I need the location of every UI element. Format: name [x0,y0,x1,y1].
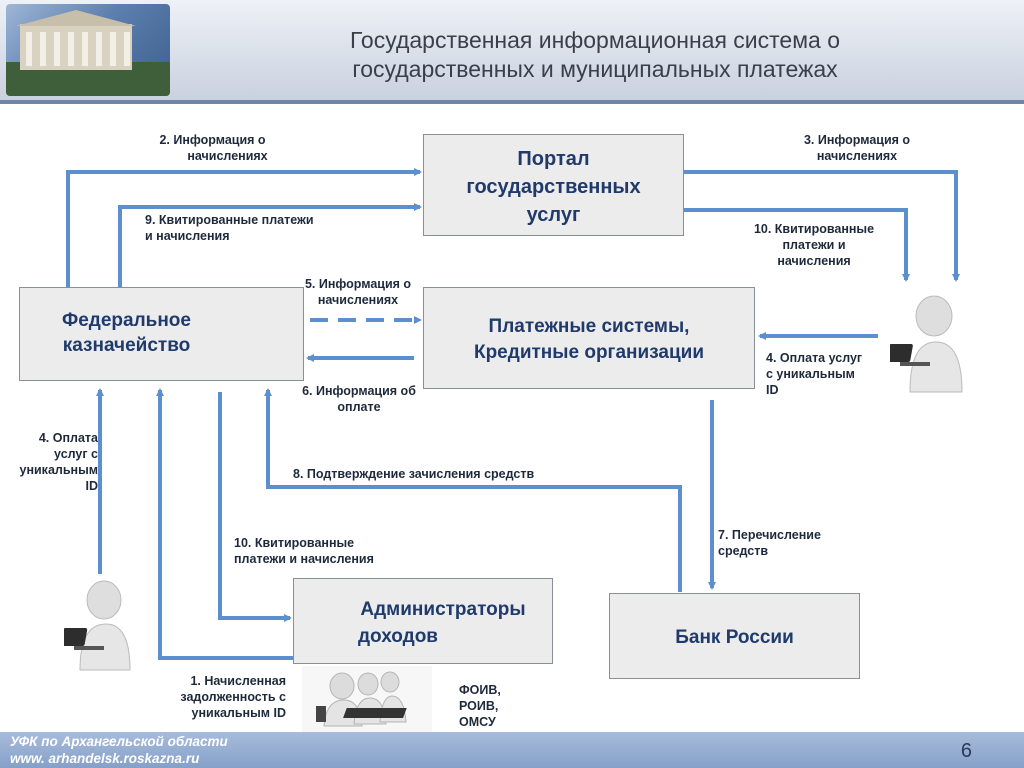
administrators-line-1: Администраторы [360,599,526,620]
label-arrow-7: 7. Перечисление средств [718,527,821,559]
label-5-line-2: начислениях [317,293,399,307]
node-bank: Банк России [609,593,860,679]
label-4a-line-1: 4. Оплата услуг [766,351,863,365]
treasury-line-2: казначейство [62,335,191,356]
node-administrators: Администраторы доходов [293,578,553,664]
title-line-2: государственных и муниципальных платежах [352,56,838,82]
label-arrow-8: 8. Подтверждение зачисления средств [293,466,534,482]
label-2-line-2: начислениях [187,149,268,163]
foiv-line-2: РОИВ, [459,699,499,713]
arrow-1 [156,388,298,660]
slide-footer [0,732,1024,768]
arrow-2 [66,168,422,288]
label-arrow-2: 2. Информация о начислениях [150,132,275,164]
administrators-line-2: доходов [358,626,438,647]
bank-label: Банк России [675,627,794,648]
label-8-text: 8. Подтверждение зачисления средств [293,467,535,481]
label-3-line-1: 3. Информация о [803,133,911,147]
building-photo [6,4,170,96]
label-4b-line-2: услуг с [54,447,98,461]
label-1-line-1: 1. Начисленная [190,674,286,688]
label-6-line-1: 6. Информация об [302,384,416,398]
label-arrow-1: 1. Начисленная задолженность с уникальны… [162,673,286,721]
payment-systems-line-1: Платежные системы, [488,316,690,337]
label-arrow-6: 6. Информация об оплате [294,383,424,415]
label-arrow-10a: 10. Квитированные платежи и начисления [744,221,884,269]
label-arrow-10b: 10. Квитированные платежи и начисления [234,535,374,567]
label-arrow-4b: 4. Оплата услуг с уникальным ID [4,430,99,494]
label-10b-line-1: 10. Квитированные [234,536,355,550]
label-5-line-1: 5. Информация о [304,277,412,291]
slide-header [0,0,1024,104]
foiv-line-3: ОМСУ [459,715,496,729]
payment-systems-line-2: Кредитные организации [473,342,704,363]
label-arrow-3: 3. Информация о начислениях [792,132,922,164]
operators-group-icon [302,666,432,732]
arrow-3 [684,170,960,282]
treasury-line-1: Федеральное [62,310,191,331]
label-2-line-1: 2. Информация о [159,133,266,147]
label-arrow-4a: 4. Оплата услуг с уникальным ID [766,350,862,398]
arrow-10b [218,392,292,622]
label-4b-line-4: ID [85,479,99,493]
label-7-line-2: средств [718,544,769,558]
arrow-9 [118,203,422,288]
label-6-line-2: оплате [337,400,381,414]
footer-line-2: www. arhandelsk.roskazna.ru [10,751,200,766]
node-treasury: Федеральное казначейство [19,287,304,381]
label-4a-line-2: с уникальным [766,367,855,381]
label-10a-line-2: платежи и [782,238,846,252]
footer-organization: УФК по Архангельской области www. arhand… [10,733,228,767]
arrow-8 [264,388,682,592]
footer-line-1: УФК по Архангельской области [10,734,228,749]
page-number: 6 [960,740,972,762]
label-arrow-5: 5. Информация о начислениях [296,276,420,308]
label-4a-line-3: ID [766,383,779,397]
arrow-10a [684,208,910,282]
portal-line-2: государственных [466,176,641,198]
header-divider [0,100,1024,104]
user-left-icon [64,580,131,671]
label-10a-line-3: начисления [777,254,851,268]
label-9-line-1: 9. Квитированные платежи [145,213,314,227]
label-10a-line-1: 10. Квитированные [753,222,875,236]
label-4b-line-1: 4. Оплата [38,431,98,445]
label-foiv: ФОИВ, РОИВ, ОМСУ [459,682,501,730]
portal-line-3: услуг [526,204,581,226]
label-10b-line-2: платежи и начисления [234,552,374,566]
label-4b-line-3: уникальным [19,463,99,477]
label-3-line-2: начислениях [816,149,898,163]
portal-line-1: Портал [517,148,590,170]
foiv-line-1: ФОИВ, [459,683,501,697]
node-portal: Портал государственных услуг [423,134,684,236]
label-arrow-9: 9. Квитированные платежи и начисления [145,212,314,244]
node-payment-systems: Платежные системы, Кредитные организации [423,287,755,389]
label-1-line-2: задолженность с [180,690,286,704]
title-line-1: Государственная информационная система о [350,27,840,53]
user-right-icon [890,295,963,393]
label-7-line-1: 7. Перечисление [718,528,821,542]
page-title: Государственная информационная система о… [300,26,890,84]
label-1-line-3: уникальным ID [191,706,286,720]
label-9-line-2: и начисления [145,229,230,243]
